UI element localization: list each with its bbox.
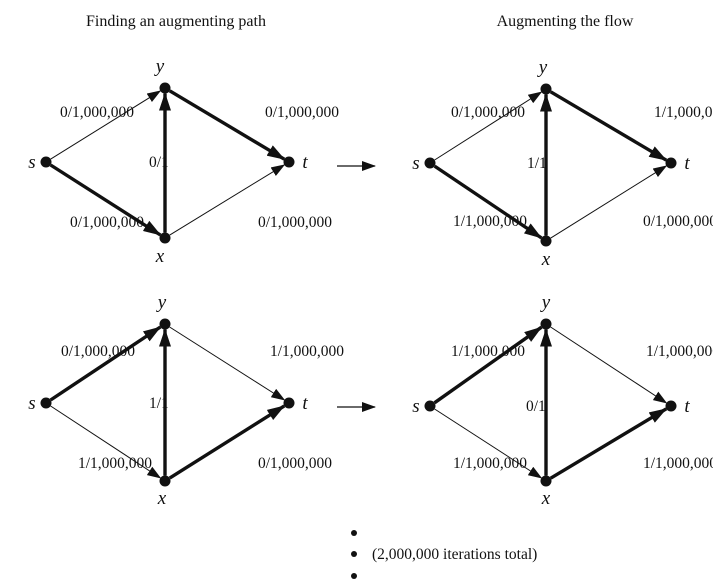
node-label-t: t [684, 153, 690, 174]
edge-y-t [549, 90, 668, 162]
node-t [283, 397, 295, 409]
node-x [540, 475, 552, 487]
node-y [540, 318, 552, 330]
edge-label-s-y: 0/1,000,000 [61, 343, 135, 360]
edge-label-y-t: 1/1,000,000 [646, 343, 713, 360]
edge-label-x-y: 1/1 [149, 395, 169, 412]
edge-label-s-x: 1/1,000,000 [78, 455, 152, 472]
node-label-s: s [412, 153, 419, 174]
flow-network-panel-3: 0/1,000,000 1/1,000,000 1/1 1/1,000,000 0/1,… [28, 292, 344, 509]
flow-network-panel-2: 0/1,000,000 1/1,000,000 1/1 1/1,000,000 0/1,… [412, 57, 713, 270]
edge-label-s-x: 1/1,000,000 [453, 213, 527, 230]
edge-x-t [169, 164, 286, 236]
edge-x-t [549, 407, 668, 480]
node-x [159, 232, 171, 244]
node-label-x: x [155, 246, 165, 267]
edge-s-y [433, 325, 543, 405]
edge-x-t [550, 165, 668, 239]
edge-y-t [550, 326, 668, 404]
node-label-y: y [154, 56, 165, 77]
edge-label-s-y: 0/1,000,000 [451, 104, 525, 121]
ellipsis-dot [351, 551, 357, 557]
node-x [540, 235, 552, 247]
title-augmenting-flow: Augmenting the flow [497, 13, 634, 30]
node-t [665, 157, 677, 169]
node-label-s: s [28, 393, 35, 414]
edge-s-x [433, 164, 543, 240]
node-label-y: y [156, 292, 167, 313]
edge-label-x-y: 0/1 [149, 154, 169, 171]
flow-network-panel-1: 0/1,000,000 0/1,000,000 0/1 0/1,000,000 0/1,… [28, 56, 339, 267]
node-s [424, 400, 436, 412]
node-s [424, 157, 436, 169]
edge-label-x-t: 1/1,000,000 [643, 455, 713, 472]
edge-label-x-t: 0/1,000,000 [258, 455, 332, 472]
node-label-y: y [540, 292, 551, 313]
node-label-t: t [302, 393, 308, 414]
node-label-t: t [302, 152, 308, 173]
edge-y-t [168, 89, 286, 161]
node-s [40, 156, 52, 168]
title-finding-augmenting-path: Finding an augmenting path [86, 13, 266, 30]
edge-label-y-t: 0/1,000,000 [265, 104, 339, 121]
node-label-x: x [541, 488, 551, 509]
edge-label-x-t: 0/1,000,000 [643, 213, 713, 230]
ellipsis-dot [351, 530, 357, 536]
node-label-x: x [541, 249, 551, 270]
node-y [159, 82, 171, 94]
node-y [540, 83, 552, 95]
node-label-s: s [412, 396, 419, 417]
edge-label-y-t: 1/1,000,000 [654, 104, 713, 121]
edge-s-x [434, 408, 543, 479]
edge-label-x-y: 1/1 [527, 155, 547, 172]
node-label-t: t [684, 396, 690, 417]
edge-s-y [49, 325, 162, 402]
iterations-note: (2,000,000 iterations total) [372, 546, 537, 563]
edge-s-y [50, 90, 162, 160]
edge-label-s-x: 0/1,000,000 [70, 214, 144, 231]
node-label-y: y [537, 57, 548, 78]
edge-x-t [168, 404, 286, 480]
node-t [283, 156, 295, 168]
edge-s-x [49, 163, 162, 237]
node-y [159, 318, 171, 330]
node-label-x: x [157, 488, 167, 509]
node-x [159, 475, 171, 487]
edge-label-x-y: 0/1 [526, 398, 546, 415]
edge-label-s-y: 0/1,000,000 [60, 104, 134, 121]
edge-label-y-t: 1/1,000,000 [270, 343, 344, 360]
ellipsis-dot [351, 573, 357, 579]
edge-s-x [50, 405, 162, 479]
edge-y-t [169, 326, 286, 401]
node-label-s: s [28, 152, 35, 173]
node-t [665, 400, 677, 412]
edge-label-s-y: 1/1,000,000 [451, 343, 525, 360]
edge-label-s-x: 1/1,000,000 [453, 455, 527, 472]
node-s [40, 397, 52, 409]
flow-network-panel-4: 1/1,000,000 1/1,000,000 0/1 1/1,000,000 1/1,… [412, 292, 713, 509]
edge-label-x-t: 0/1,000,000 [258, 214, 332, 231]
edge-s-y [434, 91, 543, 161]
